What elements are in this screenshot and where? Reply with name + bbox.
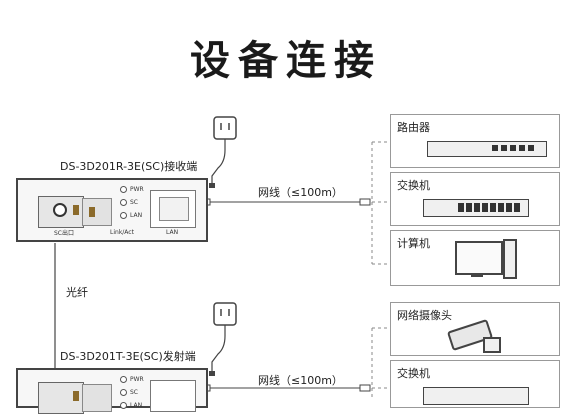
sc-cover-latch-icon	[89, 207, 95, 217]
led-pwr-icon	[120, 186, 127, 193]
sc-port-label: SC出口	[54, 230, 74, 237]
cable-bottom-label: 网线（≤100m）	[258, 374, 343, 387]
rj45-socket-icon	[159, 197, 189, 221]
switch-panel-top: 交换机	[390, 172, 560, 226]
computer-panel: 计算机	[390, 230, 560, 286]
router-label: 路由器	[397, 121, 430, 134]
sc-connector-icon	[53, 203, 67, 217]
tx-led-lan-icon	[120, 402, 127, 409]
router-icon	[427, 141, 547, 157]
transmitter-model-label: DS-3D201T-3E(SC)发射端	[60, 350, 196, 363]
sc-port	[38, 196, 84, 228]
switch-icon-top	[423, 199, 529, 217]
camera-label: 网络摄像头	[397, 309, 452, 322]
tx-led-lan-label: LAN	[130, 402, 143, 409]
pc-tower-icon	[503, 239, 517, 279]
led-lan-icon	[120, 212, 127, 219]
tx-led-pwr-label: PWR	[130, 376, 144, 383]
switch-icon-bottom	[423, 387, 529, 405]
computer-label: 计算机	[397, 237, 430, 250]
cable-top-label: 网线（≤100m）	[258, 186, 343, 199]
camera-mount-icon	[483, 337, 501, 353]
fiber-label: 光纤	[66, 286, 88, 299]
receiver-model-label: DS-3D201R-3E(SC)接收端	[60, 160, 198, 173]
switch-panel-bottom: 交换机	[390, 360, 560, 408]
tx-sc-cover	[82, 384, 112, 412]
sc-latch-icon	[73, 205, 79, 215]
connection-lines	[54, 116, 390, 400]
router-panel: 路由器	[390, 114, 560, 168]
tx-lan-port	[150, 380, 196, 412]
lan-port-label: LAN	[166, 229, 179, 236]
tx-sc-latch-icon	[73, 391, 79, 401]
led-sc-label: SC	[130, 199, 138, 206]
tx-led-pwr-icon	[120, 376, 127, 383]
led-pwr-label: PWR	[130, 186, 144, 193]
led-sc-icon	[120, 199, 127, 206]
led-lan-label: LAN	[130, 212, 143, 219]
tx-led-sc-label: SC	[130, 389, 138, 396]
bracket-bottom	[371, 327, 390, 400]
page-title: 设备连接	[190, 38, 382, 84]
receiver-device: SC出口 PWR SC LAN Link/Act LAN	[16, 178, 208, 242]
power-adapter-top-icon	[209, 116, 237, 188]
lan-port	[150, 190, 196, 228]
monitor-icon	[455, 241, 503, 275]
bracket-top	[371, 141, 390, 265]
transmitter-device: PWR SC LAN	[16, 368, 208, 414]
camera-panel: 网络摄像头	[390, 302, 560, 356]
monitor-stand-icon	[471, 273, 483, 277]
tx-sc-port	[38, 382, 84, 414]
switch-label-top: 交换机	[397, 179, 430, 192]
sc-cover	[82, 198, 112, 226]
tx-led-sc-icon	[120, 389, 127, 396]
link-act-label: Link/Act	[110, 229, 134, 236]
switch-label-bottom: 交换机	[397, 367, 430, 380]
power-adapter-bottom-icon	[209, 302, 237, 376]
